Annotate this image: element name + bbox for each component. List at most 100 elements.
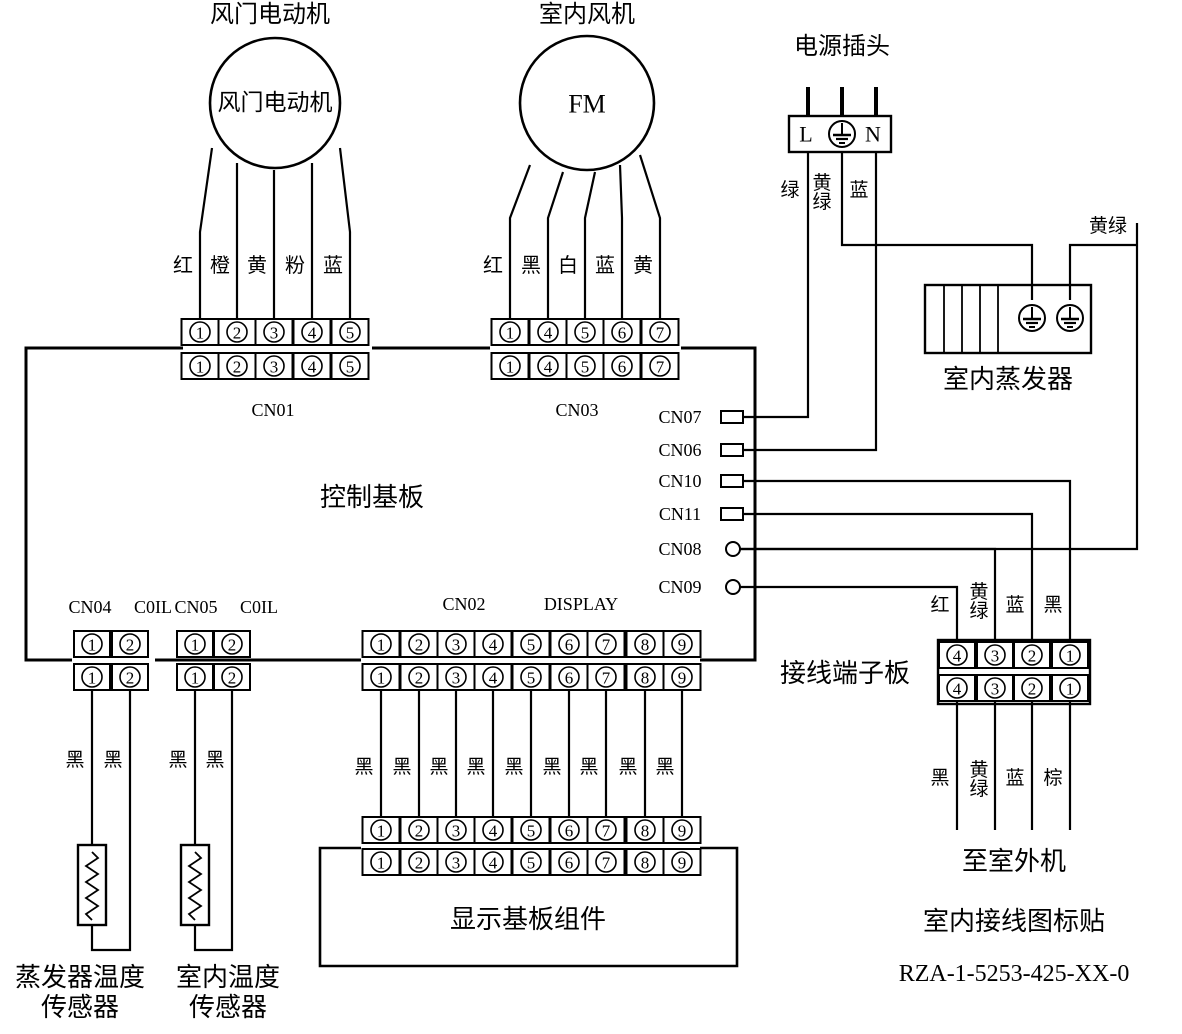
wires <box>90 147 1139 952</box>
display-board-bottom-pin-label: 6 <box>565 854 574 873</box>
cn02-bottom-cell <box>662 663 702 691</box>
cn02-bottom-pin-circle <box>520 666 542 688</box>
display-board-top-pin-label: 1 <box>377 822 386 841</box>
display-board-bottom-pin-circle <box>482 851 504 873</box>
sensor-label-line1: 室内温度 <box>176 963 280 993</box>
sensor-body <box>179 843 211 927</box>
coil-connector-bottom-0-pin-label: 1 <box>88 669 97 688</box>
display-board-top-pin-circle <box>595 819 617 841</box>
cn03-top-pin-circle <box>611 321 633 343</box>
sensor-thermistor-symbol <box>84 851 100 921</box>
coil-connector-top-1-cell <box>213 630 251 658</box>
display-board-top-pin-circle <box>558 819 580 841</box>
display-cable-wire-color: 黑 <box>466 756 485 778</box>
coil-connector-top-1-pin-circle <box>221 633 243 655</box>
cn02-bottom-pin-circle <box>408 666 430 688</box>
cn03-bottom-pin-circle <box>537 355 559 377</box>
coil-connector-tag: C0IL <box>134 597 172 617</box>
cn02-bottom-pin-circle <box>595 666 617 688</box>
cn01-top-pin-label: 1 <box>196 324 205 343</box>
terminal-block-top-pin-circle <box>946 644 968 666</box>
display-board-bottom-pin-circle <box>595 851 617 873</box>
cn02-top-pin-label: 3 <box>452 636 461 655</box>
cn03-bottom-pin-label: 5 <box>581 358 590 377</box>
display-cable-wire-color: 黑 <box>354 756 373 778</box>
coil-connector-bottom-0-pin-circle <box>81 666 103 688</box>
sensor-wire <box>193 690 234 952</box>
wire-cn11 <box>743 512 1034 640</box>
cn03-top-pin-circle <box>649 321 671 343</box>
display-board-bottom-cell <box>586 848 626 876</box>
damper-motor-wire-color: 蓝 <box>323 253 343 277</box>
power-plug-title: 电源插头 <box>794 32 890 60</box>
sensor-label-line1: 蒸发器温度 <box>15 963 145 993</box>
terminal-block-bottom-pin-label: 2 <box>1028 680 1037 699</box>
display-board-bottom-pin-circle <box>634 851 656 873</box>
terminal-block-top-cell <box>938 641 976 669</box>
sensor-label-line2: 传感器 <box>189 993 267 1023</box>
terminal-block-top-wire: 红 <box>930 594 949 616</box>
cn02-bottom-pin-circle <box>445 666 467 688</box>
display-board-bottom-pin-label: 2 <box>415 854 424 873</box>
terminal-block-top-cell <box>1051 641 1089 669</box>
cn03-top-pin-label: 1 <box>506 324 515 343</box>
cn02-top-pin-circle <box>595 633 617 655</box>
terminal-block-top-wire-char: 黄 <box>969 581 988 603</box>
sensor-label-line2: 传感器 <box>41 993 119 1023</box>
indoor-fan-wire <box>583 171 597 320</box>
sensor-body <box>76 843 108 927</box>
coil-connector-bottom-0-cell <box>111 663 149 691</box>
side-connector-port <box>720 410 744 424</box>
indoor-fan-wire <box>508 164 532 320</box>
cn02-bottom-pin-label: 9 <box>678 669 687 688</box>
cn02-top-pin-label: 7 <box>602 636 611 655</box>
coil-connector-top-1-pin-circle <box>184 633 206 655</box>
sensor-wire-color: 黑 <box>205 749 224 771</box>
display-board-top-pin-label: 9 <box>678 822 687 841</box>
cn02-bottom-pin-circle <box>671 666 693 688</box>
display-board-top-pin-circle <box>634 819 656 841</box>
display-board-bottom-pin-label: 8 <box>641 854 650 873</box>
cn02-top-pin-circle <box>482 633 504 655</box>
coil-connector-top-0-pin-circle <box>81 633 103 655</box>
evaporator-ground-1-ring <box>1018 304 1046 332</box>
cn01-bottom-pin-circle <box>226 355 248 377</box>
display-board-top-cell <box>662 816 702 844</box>
damper-motor-wire-color: 粉 <box>285 253 305 277</box>
sensor-wire-color: 黑 <box>65 749 84 771</box>
wire-cn07 <box>743 152 810 419</box>
coil-connector-top-0-cell <box>111 630 149 658</box>
indoor-fan-wire <box>638 154 662 320</box>
control-board-outline-right <box>155 346 757 662</box>
plug-wire-green: 绿 <box>780 179 799 201</box>
evaporator-label: 室内蒸发器 <box>943 365 1073 395</box>
wire-evaporator-ground <box>1068 243 1137 300</box>
display-board-bottom-pin-circle <box>408 851 430 873</box>
terminal-block-top-pin-label: 2 <box>1028 647 1037 666</box>
display-board-top-pin-circle <box>671 819 693 841</box>
terminal-block-top-pin-circle <box>984 644 1006 666</box>
display-board-bottom-pin-circle <box>671 851 693 873</box>
indoor-fan-wire-color: 黑 <box>521 253 541 277</box>
indoor-fan-inner-label: FM <box>568 90 606 119</box>
cn01-top-pin-label: 5 <box>346 324 355 343</box>
cn03-bottom-cell <box>640 352 680 380</box>
plug-wire-yellow-green: 黄绿 <box>812 172 831 213</box>
wire-cn08-tb <box>740 547 997 640</box>
display-board-bottom-pin-label: 7 <box>602 854 611 873</box>
display-cable-wire-color: 黑 <box>504 756 523 778</box>
cn01-top-pin-circle <box>226 321 248 343</box>
cn01-bottom-pin-circle <box>189 355 211 377</box>
side-connector-port <box>720 443 744 457</box>
cn02-top-pin-label: 6 <box>565 636 574 655</box>
cn02-top-pin-label: 2 <box>415 636 424 655</box>
coil-connector-top-0-cell <box>73 630 111 658</box>
wire-evaporator-ground-cn08 <box>740 223 1139 551</box>
power-plug-prongs <box>806 87 878 116</box>
coil-connector-bottom-1-pin-label: 2 <box>228 669 237 688</box>
display-board-top-pin-label: 4 <box>489 822 498 841</box>
evaporator-body <box>923 283 1093 355</box>
cn02-bottom-pin-label: 8 <box>641 669 650 688</box>
terminal-block-bottom-cell <box>938 674 976 702</box>
